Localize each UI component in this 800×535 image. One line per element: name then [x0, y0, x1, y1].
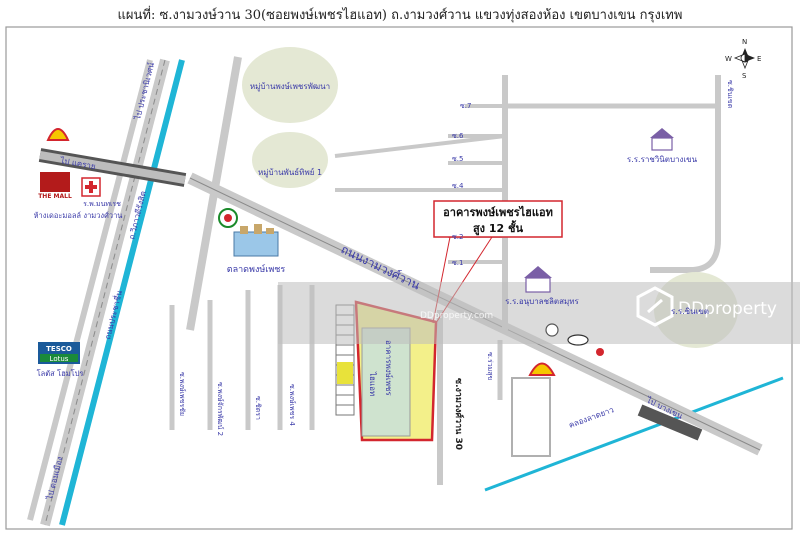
soi-chinnaket-road: [650, 75, 721, 273]
label-soi-phongphet-4: ซ.พงษ์เพชร 4: [288, 384, 296, 426]
callout-subtitle: สูง 12 ชั้น: [473, 220, 524, 236]
label-school-anubal: ร.ร.อนุบาลชลิตสมุทร: [505, 297, 579, 306]
hospital-icon: [81, 177, 101, 197]
market-icon: [233, 224, 279, 257]
canal-west: [59, 59, 185, 526]
shell-station-icon-2: [528, 362, 556, 376]
label-school-chinnaket: ร.ร.ชินเขต: [671, 307, 709, 316]
svg-text:S: S: [742, 72, 747, 80]
label-soi-6: ซ.6: [452, 132, 464, 140]
canal-ladyao: [484, 376, 784, 492]
label-soi-1: ซ.1: [452, 259, 463, 267]
watermark-brand: DDproperty: [678, 299, 777, 319]
label-soi-30: ซ.งามวงศ์วาน 30: [453, 378, 465, 450]
label-soi-chinnaket: ซ.ชินเขต: [726, 80, 734, 109]
svg-text:N: N: [742, 38, 747, 46]
ddproperty-logo: [636, 286, 674, 327]
label-mall: ห้างเดอะมอลล์ งามวงศ์วาน: [34, 211, 123, 220]
label-soi-phongphet-chai: ซ.พงษ์เพชรชัย: [178, 372, 186, 416]
lotus-logo: TESCO Lotus: [38, 342, 80, 364]
village-phongphet-area: [242, 47, 338, 123]
pracha-chuen-road: [27, 59, 153, 521]
svg-text:E: E: [757, 55, 761, 63]
compass-icon: [733, 48, 755, 70]
label-soi-ruamsuk: ซ.ร่วมสุข: [486, 352, 494, 381]
label-building-name: อาคารพงษ์เพชร: [384, 340, 394, 396]
svg-text:TESCO: TESCO: [46, 345, 72, 353]
label-soi-4: ซ.4: [452, 182, 464, 190]
car-dealer-icons: [545, 323, 604, 356]
bank-icon: [218, 208, 238, 228]
watermark-faint: DDproperty.com: [420, 311, 493, 321]
svg-text:W: W: [725, 55, 732, 63]
label-soi-5: ซ.5: [452, 155, 463, 163]
shell-station-icon: [46, 128, 70, 141]
label-building: ไฮแอท: [368, 371, 377, 396]
label-soi-chitra: ซ.ชิตรา: [254, 396, 262, 420]
the-mall-logo: THE MALL: [38, 172, 72, 200]
label-soi-7: ซ.7: [460, 102, 471, 110]
label-hospital: ร.พ.มนทเรช: [83, 200, 121, 208]
callout-title: อาคารพงษ์เพชรไฮแอท: [443, 205, 553, 219]
project-building: [361, 327, 411, 437]
label-lotus: โลตัส โฮมโปร: [37, 369, 84, 378]
label-school-ratchawinit: ร.ร.ราชวินิตบางเขน: [627, 155, 698, 164]
school-anubal-icon: [524, 266, 552, 293]
svg-text:THE MALL: THE MALL: [38, 193, 72, 200]
label-soi-2: ซ.2: [452, 233, 463, 241]
label-soi-phongphet-2: ซ.พงษ์จักรพัฒน์ 2: [216, 382, 224, 436]
label-village-phongphet: หมู่บ้านพงษ์เพชรพัฒนา: [250, 81, 330, 92]
expressway-east: [637, 404, 703, 441]
label-market: ตลาดพงษ์เพชร: [227, 263, 286, 275]
page-title: แผนที่: ซ.งามวงษ์วาน 30(ซอยพงษ์เพชรไฮแอท…: [117, 8, 683, 23]
label-village-phanthip: หมู่บ้านพันธ์ทิพย์ 1: [258, 167, 322, 178]
school-ratchawinit-icon: [650, 128, 674, 151]
village-phanthip-area: [252, 132, 328, 188]
svg-text:Lotus: Lotus: [50, 355, 69, 363]
building-callout: [433, 200, 563, 238]
temple-compound: [511, 377, 551, 457]
